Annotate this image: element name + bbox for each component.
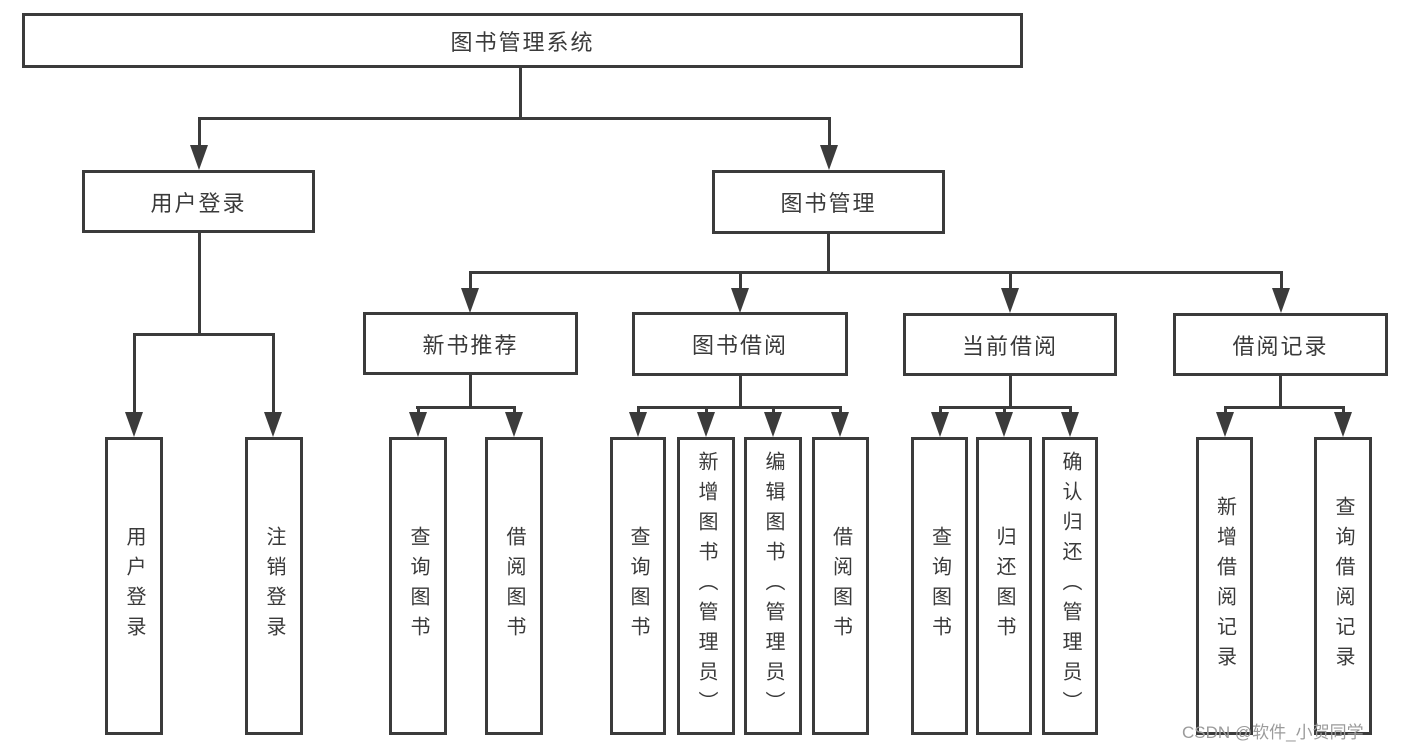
csdn-watermark: CSDN @软件_小贺同学 [1182, 723, 1364, 742]
arrow-down-icon [697, 412, 715, 437]
connector-stem [939, 406, 942, 414]
arrow-down-icon [190, 145, 208, 170]
connector-stem [637, 406, 640, 414]
leaf-logout-label: 注销登录 [263, 526, 285, 646]
connector-stem [1009, 376, 1012, 409]
node-borrow-records-label: 借阅记录 [1232, 333, 1329, 359]
connector-stem [469, 374, 472, 409]
leaf-borrow-books-recommend: 借阅图书 [485, 437, 543, 735]
connector-stem [739, 376, 742, 409]
leaf-add-books-admin: 新增图书（管理员） [677, 437, 735, 735]
connector-stem [198, 231, 201, 335]
connector-stem [705, 406, 708, 414]
arrow-down-icon [831, 412, 849, 437]
connector-stem [1279, 376, 1282, 409]
node-new-book-recommend: 新书推荐 [363, 312, 578, 375]
leaf-borrow-books: 借阅图书 [812, 437, 869, 735]
connector-records-children [1224, 406, 1345, 409]
node-borrow-records: 借阅记录 [1173, 313, 1388, 376]
connector-stem [828, 117, 831, 148]
leaf-return-books: 归还图书 [976, 437, 1032, 735]
connector-stem [839, 406, 842, 414]
arrow-down-icon [461, 288, 479, 313]
connector-recommend-children [416, 406, 516, 409]
leaf-user-login: 用户登录 [105, 437, 163, 735]
connector-stem [198, 117, 201, 148]
leaf-query-books-recommend: 查询图书 [389, 437, 447, 735]
leaf-query-books-current: 查询图书 [911, 437, 968, 735]
connector-stem [1280, 271, 1283, 293]
arrow-down-icon [995, 412, 1013, 437]
leaf-confirm-return-admin: 确认归还（管理员） [1042, 437, 1098, 735]
leaf-edit-books-admin-label: 编辑图书（管理员） [762, 451, 784, 721]
leaf-query-books-current-label: 查询图书 [928, 526, 951, 646]
connector-user-login-children [133, 333, 274, 336]
leaf-borrow-books-recommend-label: 借阅图书 [503, 526, 525, 646]
connector-level3 [469, 271, 1282, 274]
leaf-logout: 注销登录 [245, 437, 303, 735]
connector-stem [739, 271, 742, 293]
connector-stem [469, 271, 472, 293]
connector-stem [1069, 406, 1072, 414]
node-book-borrow: 图书借阅 [632, 312, 848, 376]
arrow-down-icon [505, 412, 523, 437]
arrow-down-icon [125, 412, 143, 437]
arrow-down-icon [264, 412, 282, 437]
connector-stem [827, 231, 830, 274]
connector-stem [417, 406, 420, 414]
node-current-borrow-label: 当前借阅 [961, 333, 1058, 359]
leaf-query-books-recommend-label: 查询图书 [407, 526, 429, 646]
arrow-down-icon [1061, 412, 1079, 437]
node-user-login-label: 用户登录 [150, 190, 247, 216]
node-new-book-recommend-label: 新书推荐 [422, 332, 519, 358]
arrow-down-icon [1272, 288, 1290, 313]
connector-stem [272, 333, 275, 413]
leaf-borrow-books-label: 借阅图书 [829, 526, 852, 646]
node-current-borrow: 当前借阅 [903, 313, 1117, 376]
connector-borrow-children [637, 406, 842, 409]
connector-stem [1003, 406, 1006, 414]
leaf-confirm-return-admin-label: 确认归还（管理员） [1059, 451, 1081, 721]
connector-level2 [198, 117, 831, 120]
connector-stem [513, 406, 516, 414]
arrow-down-icon [1216, 412, 1234, 437]
connector-stem [133, 333, 136, 413]
connector-trunk [519, 66, 522, 119]
leaf-query-books-borrow-label: 查询图书 [627, 526, 649, 646]
arrow-down-icon [1001, 288, 1019, 313]
leaf-query-books-borrow: 查询图书 [610, 437, 666, 735]
connector-stem [1224, 406, 1227, 414]
leaf-user-login-label: 用户登录 [123, 526, 145, 646]
node-root-label: 图书管理系统 [450, 29, 595, 55]
arrow-down-icon [731, 288, 749, 313]
arrow-down-icon [629, 412, 647, 437]
arrow-down-icon [409, 412, 427, 437]
connector-stem [1009, 271, 1012, 293]
arrow-down-icon [931, 412, 949, 437]
leaf-return-books-label: 归还图书 [993, 526, 1015, 646]
leaf-add-borrow-record-label: 新增借阅记录 [1213, 496, 1236, 676]
leaf-edit-books-admin: 编辑图书（管理员） [744, 437, 802, 735]
node-root: 图书管理系统 [22, 13, 1023, 68]
connector-stem [1342, 406, 1345, 414]
leaf-add-borrow-record: 新增借阅记录 [1196, 437, 1253, 735]
node-book-borrow-label: 图书借阅 [691, 333, 788, 358]
leaf-query-borrow-record-label: 查询借阅记录 [1332, 496, 1354, 676]
leaf-query-borrow-record: 查询借阅记录 [1314, 437, 1372, 735]
node-book-management-label: 图书管理 [780, 191, 877, 216]
node-user-login: 用户登录 [82, 170, 315, 233]
arrow-down-icon [820, 145, 838, 170]
arrow-down-icon [764, 412, 782, 437]
node-book-management: 图书管理 [712, 170, 945, 234]
arrow-down-icon [1334, 412, 1352, 437]
leaf-add-books-admin-label: 新增图书（管理员） [695, 451, 717, 721]
connector-stem [772, 406, 775, 414]
